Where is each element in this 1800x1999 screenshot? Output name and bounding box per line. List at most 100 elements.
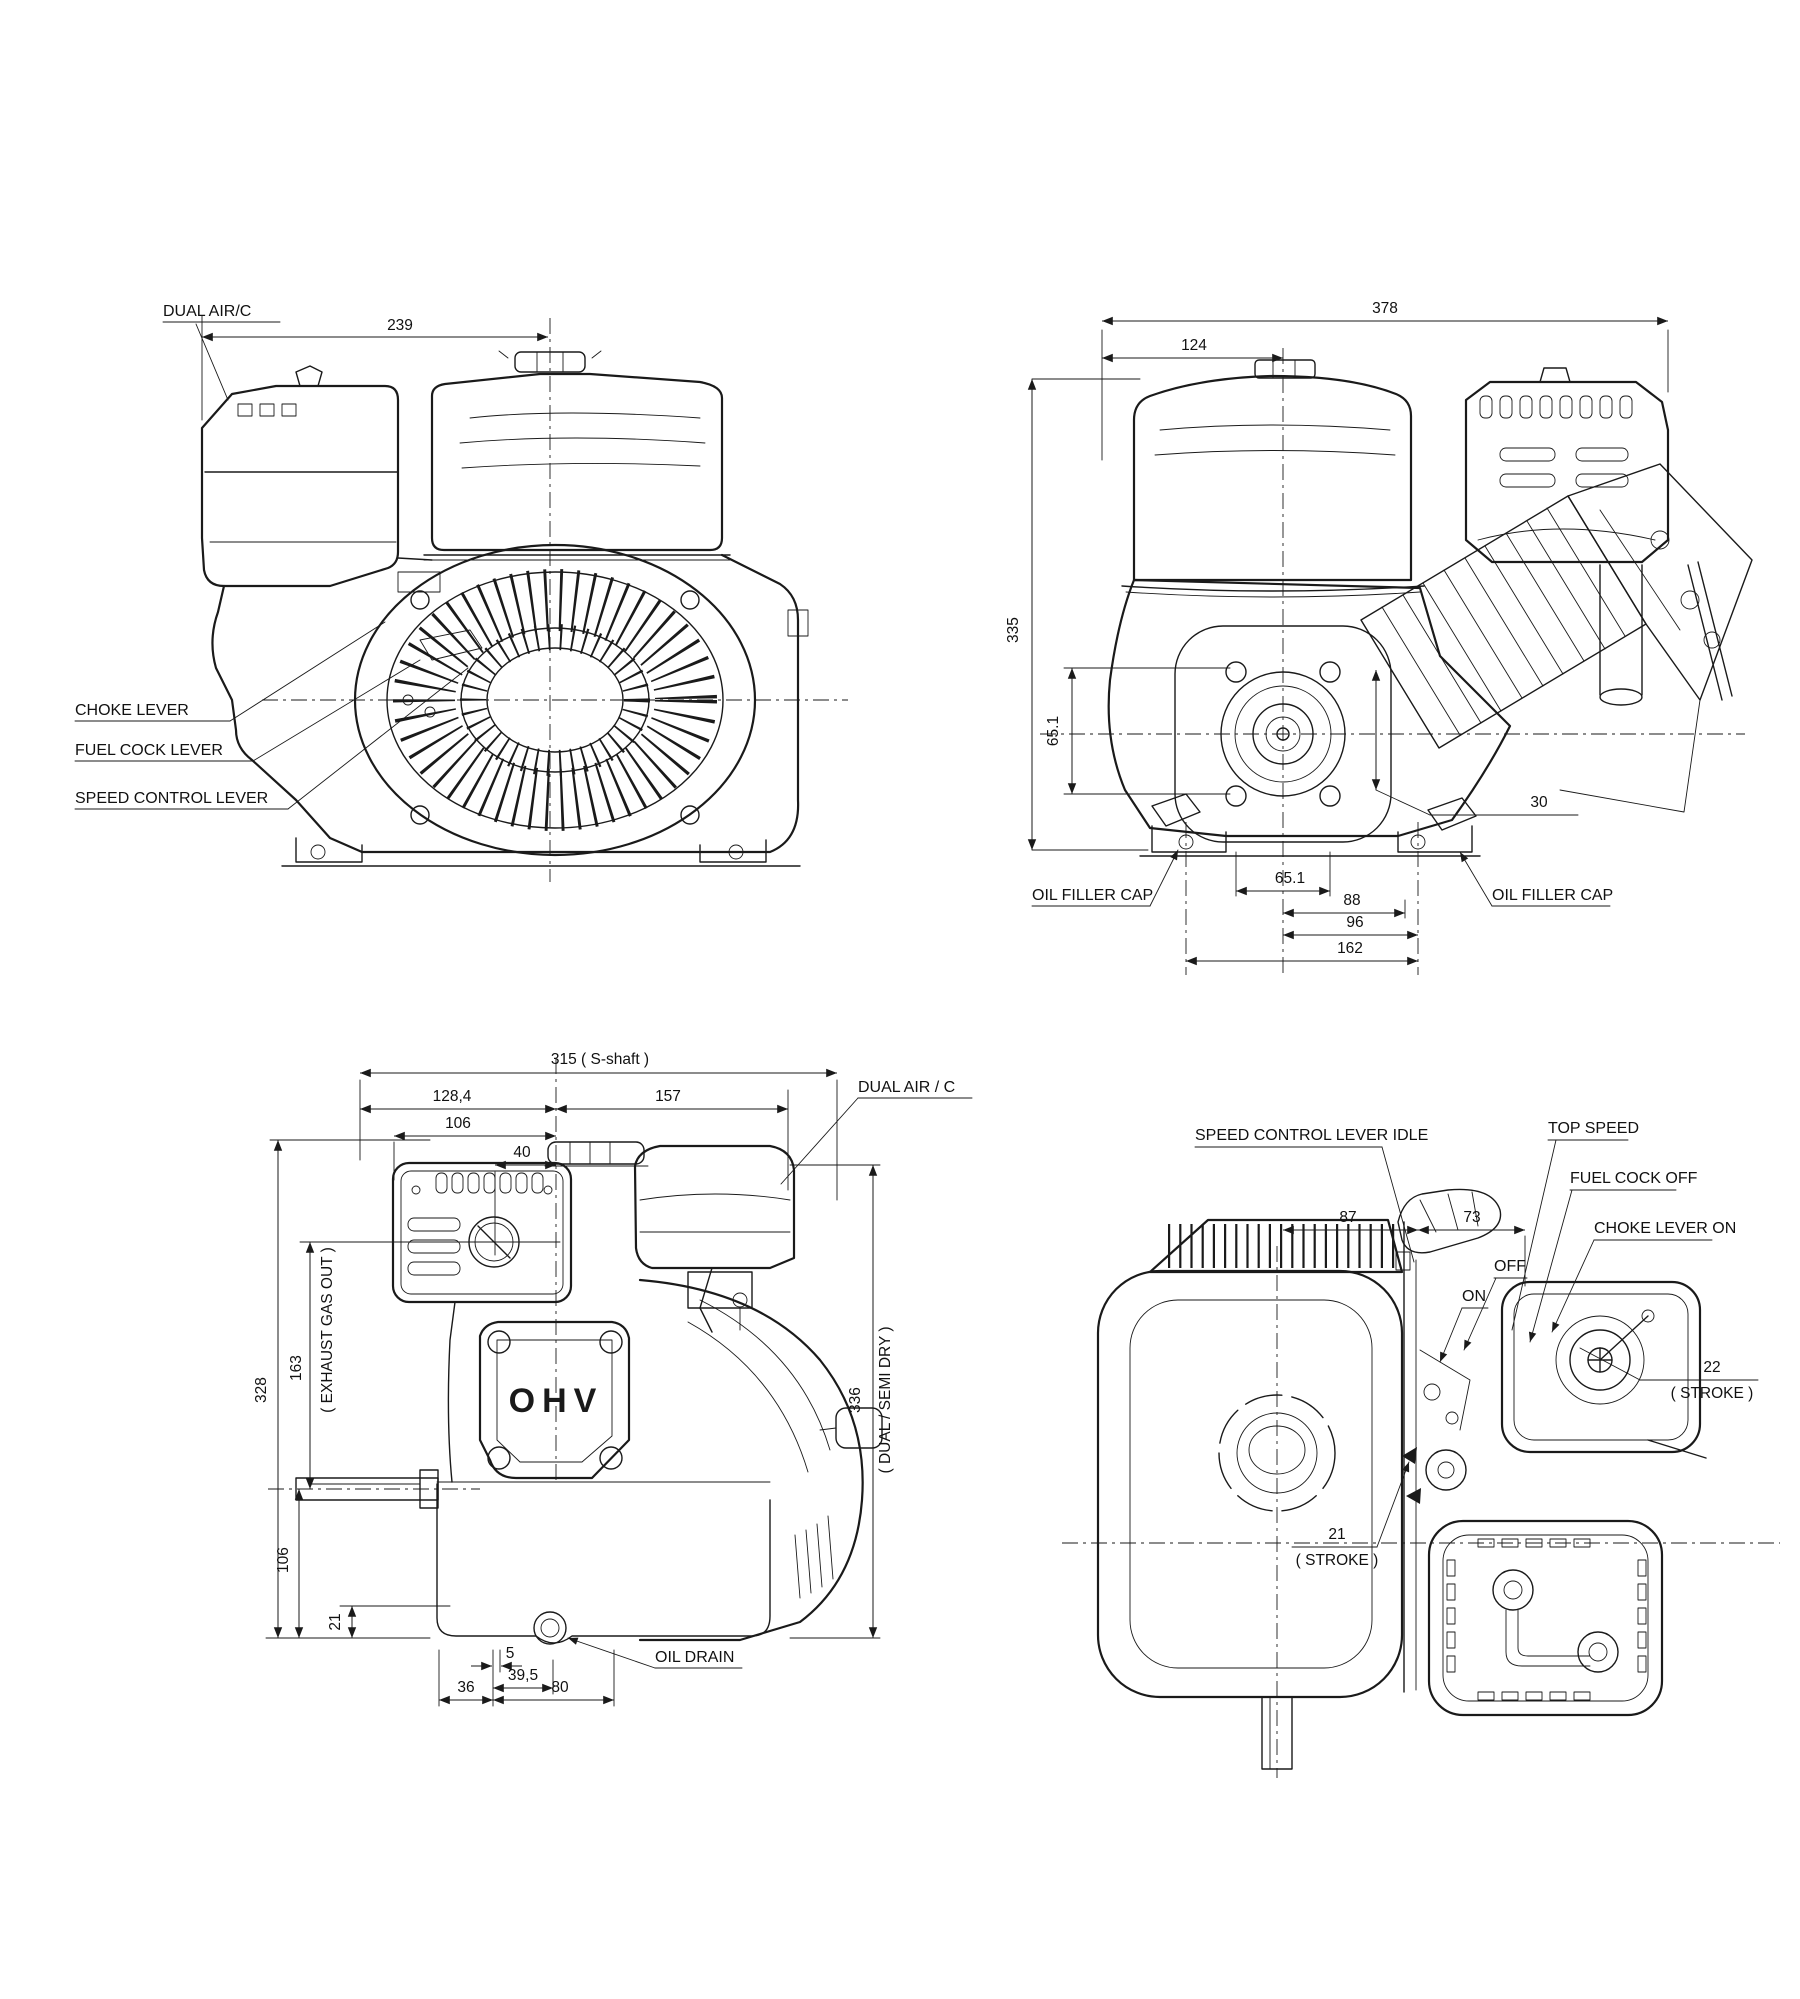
stroke-note-right: ( STROKE ) [1671, 1385, 1754, 1402]
view-side-right: OHV [253, 1051, 973, 1707]
top-speed-label: TOP SPEED [1548, 1120, 1639, 1137]
dim-87-value: 87 [1339, 1209, 1356, 1226]
label-top-speed: TOP SPEED [1511, 1120, 1639, 1331]
dimension-157: 157 [556, 1088, 789, 1191]
crankcase-front [1107, 578, 1512, 843]
dim-335-value: 335 [1005, 617, 1022, 643]
mounting-feet [281, 837, 801, 867]
wing-nut [295, 365, 323, 387]
fuel-tank [423, 350, 731, 561]
cylinder-fins [1360, 495, 1647, 749]
dim-239-value: 239 [387, 317, 413, 334]
dim-163-value: 163 [288, 1355, 305, 1381]
dimension-106-top: 106 [393, 1115, 556, 1181]
label-fuel-cock-off: FUEL COCK OFF [1528, 1170, 1698, 1343]
dimension-bottom-left-group: 5 39,5 36 80 [438, 1645, 615, 1707]
dim-88-value: 88 [1343, 892, 1360, 909]
dim-36-value: 36 [457, 1679, 474, 1696]
dim-378-value: 378 [1372, 300, 1398, 317]
fan-shroud-top [1148, 1218, 1404, 1274]
view-side-left: 239 DUAL AIR/C CHOKE LEVER FUEL COCK LEV… [74, 303, 848, 882]
exhaust-gas-note: ( EXHAUST GAS OUT ) [319, 1247, 336, 1413]
label-dual-air-side: DUAL AIR / C [780, 1079, 973, 1185]
blower-housing [638, 1278, 883, 1642]
label-oil-drain: OIL DRAIN [567, 1637, 743, 1669]
fuel-cap-side [544, 1141, 649, 1167]
dim-336-value: 336 [847, 1387, 864, 1413]
dimension-378: 378 [1101, 300, 1669, 461]
oil-filler-cap-left-part [1151, 793, 1201, 827]
label-oil-filler-cap-left: OIL FILLER CAP [1031, 849, 1179, 907]
oil-drain-label: OIL DRAIN [655, 1649, 734, 1666]
dim-73-value: 73 [1463, 1209, 1480, 1226]
label-speed-control-lever: SPEED CONTROL LEVER [74, 667, 469, 810]
label-on: ON [1439, 1288, 1489, 1363]
label-oil-filler-cap-right: OIL FILLER CAP [1459, 851, 1613, 907]
dim-65-1-h-value: 65.1 [1275, 870, 1305, 887]
dimension-315: 315 ( S-shaft ) [359, 1051, 838, 1201]
view-top: 87 73 SPEED CONTROL LEVER IDLE TOP SPEED… [1062, 1120, 1780, 1778]
dimension-335: 335 [1005, 378, 1149, 851]
label-dual-air: DUAL AIR/C [162, 303, 281, 401]
mounting-feet-front [1139, 825, 1481, 857]
on-label: ON [1462, 1288, 1486, 1305]
fuel-cap [514, 351, 586, 373]
air-cleaner-top [1500, 1280, 1707, 1459]
crankshaft-center [1276, 727, 1290, 741]
fuel-cock-lever-label: FUEL COCK LEVER [75, 742, 223, 759]
dim-328-value: 328 [253, 1377, 270, 1403]
recoil-starter-cover [353, 543, 757, 857]
dimension-328: 328 [253, 1139, 431, 1639]
label-speed-control-idle: SPEED CONTROL LEVER IDLE [1194, 1127, 1428, 1263]
stroke-direction-arrow-1 [1402, 1447, 1417, 1464]
carburetor [687, 1267, 753, 1333]
choke-lever-label: CHOKE LEVER [75, 702, 189, 719]
dimension-106-left: 106 [275, 1489, 304, 1638]
dimension-21-left: 21 [327, 1605, 451, 1638]
dim-124-value: 124 [1181, 337, 1207, 354]
muffler [391, 1161, 573, 1304]
dim-40-value: 40 [513, 1144, 531, 1161]
oil-drain-plug [533, 1611, 567, 1645]
fuel-cap-front [1254, 359, 1316, 379]
stroke-direction-arrow-2 [1406, 1488, 1421, 1504]
muffler-top [1427, 1519, 1664, 1717]
oil-filler-cap-left-label: OIL FILLER CAP [1032, 887, 1153, 904]
air-cleaner-front [1464, 367, 1670, 564]
off-label: OFF [1494, 1258, 1526, 1275]
dim-80-value: 80 [551, 1679, 569, 1696]
label-choke-lever-on: CHOKE LEVER ON [1551, 1220, 1736, 1333]
dimension-40: 40 [494, 1144, 556, 1256]
dual-air-side-label: DUAL AIR / C [858, 1079, 955, 1096]
fuel-cap-top [1218, 1394, 1336, 1512]
ohv-badge: OHV [509, 1382, 604, 1420]
view-front: 378 124 335 65.1 30 OIL F [1005, 300, 1753, 975]
fuel-cock-off-label: FUEL COCK OFF [1570, 1170, 1698, 1187]
fuel-tank-front [1121, 359, 1425, 598]
dimension-87: 87 [1283, 1209, 1418, 1235]
oil-filler-cap-right-label: OIL FILLER CAP [1492, 887, 1613, 904]
fuel-tank-top [1096, 1269, 1404, 1699]
stroke-note-bottom: ( STROKE ) [1296, 1552, 1379, 1569]
dim-106-left-value: 106 [275, 1547, 292, 1573]
dim-157-value: 157 [655, 1088, 681, 1105]
intake-manifold [1599, 561, 1733, 706]
dimension-239: 239 [201, 315, 548, 421]
speed-control-idle-label: SPEED CONTROL LEVER IDLE [1195, 1127, 1428, 1144]
oil-filler-cap-right-part [1427, 797, 1477, 831]
label-choke-lever: CHOKE LEVER [74, 621, 386, 722]
engine-block [436, 1301, 771, 1645]
valve-cover: OHV [478, 1320, 631, 1480]
label-fuel-cock-lever: FUEL COCK LEVER [74, 659, 421, 762]
dim-39-5-value: 39,5 [508, 1667, 538, 1684]
speed-control-lever-label: SPEED CONTROL LEVER [75, 790, 268, 807]
dim-106-top-value: 106 [445, 1115, 471, 1132]
dim-162-value: 162 [1337, 940, 1363, 957]
label-off: OFF [1463, 1258, 1528, 1351]
dimension-124: 124 [1102, 337, 1283, 363]
dim-96-value: 96 [1346, 914, 1363, 931]
dim-21-left-value: 21 [327, 1613, 344, 1630]
choke-lever-on-label: CHOKE LEVER ON [1594, 1220, 1736, 1237]
dimension-128-4: 128,4 [360, 1088, 556, 1114]
